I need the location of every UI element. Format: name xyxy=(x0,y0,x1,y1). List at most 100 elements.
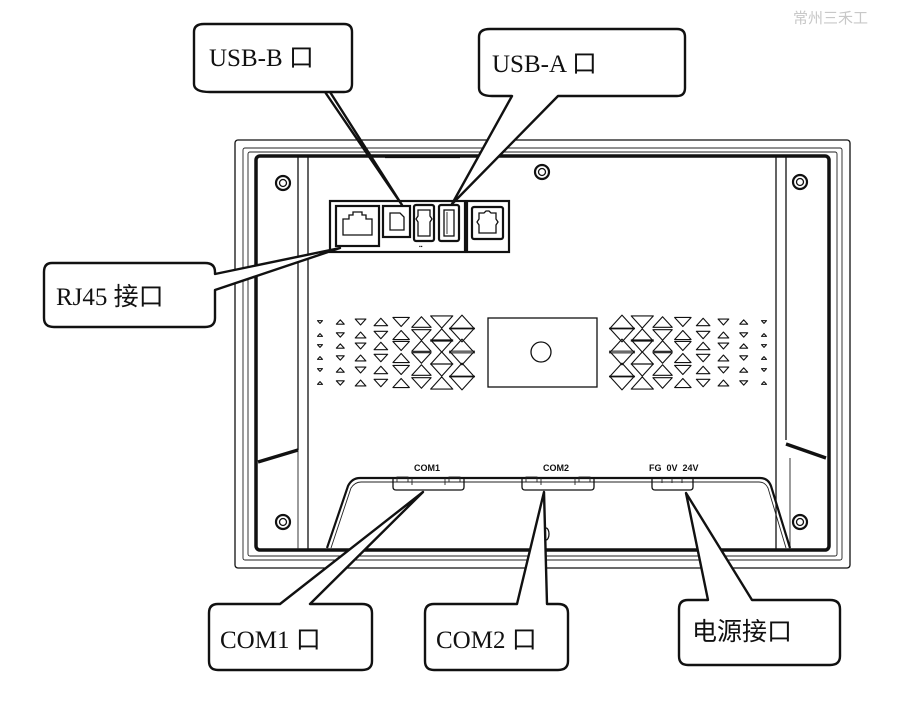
vent-slot xyxy=(430,339,454,353)
vent-slot xyxy=(739,343,749,349)
vent-slot xyxy=(448,338,476,354)
vent-slot xyxy=(411,364,432,376)
bottom-connectors: COM1 COM2 FG 0V 24V xyxy=(392,463,699,541)
vent-slot xyxy=(448,327,476,343)
screw-top-right xyxy=(791,173,809,191)
vent-slot xyxy=(608,362,636,378)
vent-slot xyxy=(373,330,389,340)
callout-usb-a: USB-A 口 xyxy=(450,27,687,206)
vent-slot xyxy=(335,380,345,386)
vent-slot xyxy=(392,364,410,376)
center-hole xyxy=(530,341,552,363)
vent-slot xyxy=(630,351,654,365)
vent-slot xyxy=(717,331,730,339)
vent-slot xyxy=(695,317,711,327)
callout-com2: COM2 口 xyxy=(423,490,570,672)
rj45-port[interactable] xyxy=(334,204,381,248)
vent-slot xyxy=(448,350,476,366)
vent-slot xyxy=(760,320,768,324)
extra-port[interactable] xyxy=(470,205,505,241)
power-panel-label: FG 0V 24V xyxy=(649,463,699,473)
vent-slot xyxy=(674,340,692,352)
vent-slot xyxy=(430,315,454,329)
aux-port[interactable]: ▪▪ xyxy=(412,203,436,250)
aux-port-mark: ▪▪ xyxy=(419,244,423,250)
vent-slot xyxy=(717,342,730,350)
vent-slot xyxy=(354,366,367,374)
vent-slot xyxy=(630,328,654,342)
port-panel-right xyxy=(465,199,511,254)
watermark: 常州三禾工 xyxy=(793,9,868,27)
com2-connector[interactable] xyxy=(521,476,595,491)
vent-slot xyxy=(373,317,389,327)
vent-slot xyxy=(674,377,692,389)
vent-slot xyxy=(652,340,673,352)
vent-slot xyxy=(354,342,367,350)
vent-slot xyxy=(760,381,768,385)
callout-label: COM2 口 xyxy=(436,627,537,654)
usb-b-port[interactable] xyxy=(381,204,412,239)
vent-slot xyxy=(695,341,711,351)
vent-slot xyxy=(448,314,476,330)
vent-slot xyxy=(630,376,654,390)
vent-slot xyxy=(335,355,345,361)
vent-slot xyxy=(411,352,432,364)
vent-slot xyxy=(760,368,768,372)
vent-slot xyxy=(430,351,454,365)
vent-slot xyxy=(652,316,673,328)
vent-slot xyxy=(608,350,636,366)
com1-connector[interactable] xyxy=(392,476,465,491)
inner-rim xyxy=(254,154,831,552)
vent-slot xyxy=(739,367,749,373)
vent-slot xyxy=(392,329,410,341)
callout-power: 电源接口 xyxy=(677,491,842,667)
vent-slot xyxy=(316,344,324,348)
vent-slot xyxy=(608,338,636,354)
power-connector[interactable] xyxy=(651,478,694,491)
center-label-area xyxy=(487,317,598,388)
vent-slot xyxy=(760,333,768,337)
vent-slot xyxy=(674,329,692,341)
label-rectangle xyxy=(487,317,598,388)
vent-slot xyxy=(335,367,345,373)
callout-bubble xyxy=(450,27,687,206)
vent-slot xyxy=(739,319,749,325)
callout-label: COM1 口 xyxy=(220,627,321,654)
vent-slot xyxy=(760,356,768,360)
vent-slot xyxy=(630,363,654,377)
vent-slot xyxy=(630,339,654,353)
vent-slot xyxy=(392,352,410,364)
vent-slot xyxy=(695,378,711,388)
vent-slot xyxy=(695,365,711,375)
callout-label: 电源接口 xyxy=(692,618,792,646)
vent-slot xyxy=(411,329,432,341)
callout-bubble xyxy=(677,491,842,667)
vent-slot xyxy=(695,330,711,340)
vent-slot xyxy=(316,381,324,385)
vent-grill-left xyxy=(316,314,476,391)
vent-slot xyxy=(739,332,749,338)
vent-slot xyxy=(411,316,432,328)
vent-slot xyxy=(316,333,324,337)
usb-a-port[interactable] xyxy=(437,203,461,243)
vent-slot xyxy=(316,356,324,360)
port-cluster: ▪▪ xyxy=(328,199,511,254)
vent-slot xyxy=(430,328,454,342)
vent-slot xyxy=(430,376,454,390)
vent-slot xyxy=(652,364,673,376)
vent-slot xyxy=(335,343,345,349)
vent-slot xyxy=(373,341,389,351)
vent-slot xyxy=(448,375,476,391)
vent-slot xyxy=(373,353,389,363)
vent-slot xyxy=(674,316,692,328)
callout-bubble xyxy=(423,490,570,672)
vent-slot xyxy=(717,366,730,374)
screw-top-center xyxy=(533,163,551,181)
callout-label: USB-A 口 xyxy=(492,51,597,78)
vent-slot xyxy=(392,377,410,389)
vent-slot xyxy=(652,377,673,389)
screw-bottom-left xyxy=(274,513,292,531)
vent-slot xyxy=(411,340,432,352)
callout-bubble xyxy=(192,22,404,207)
